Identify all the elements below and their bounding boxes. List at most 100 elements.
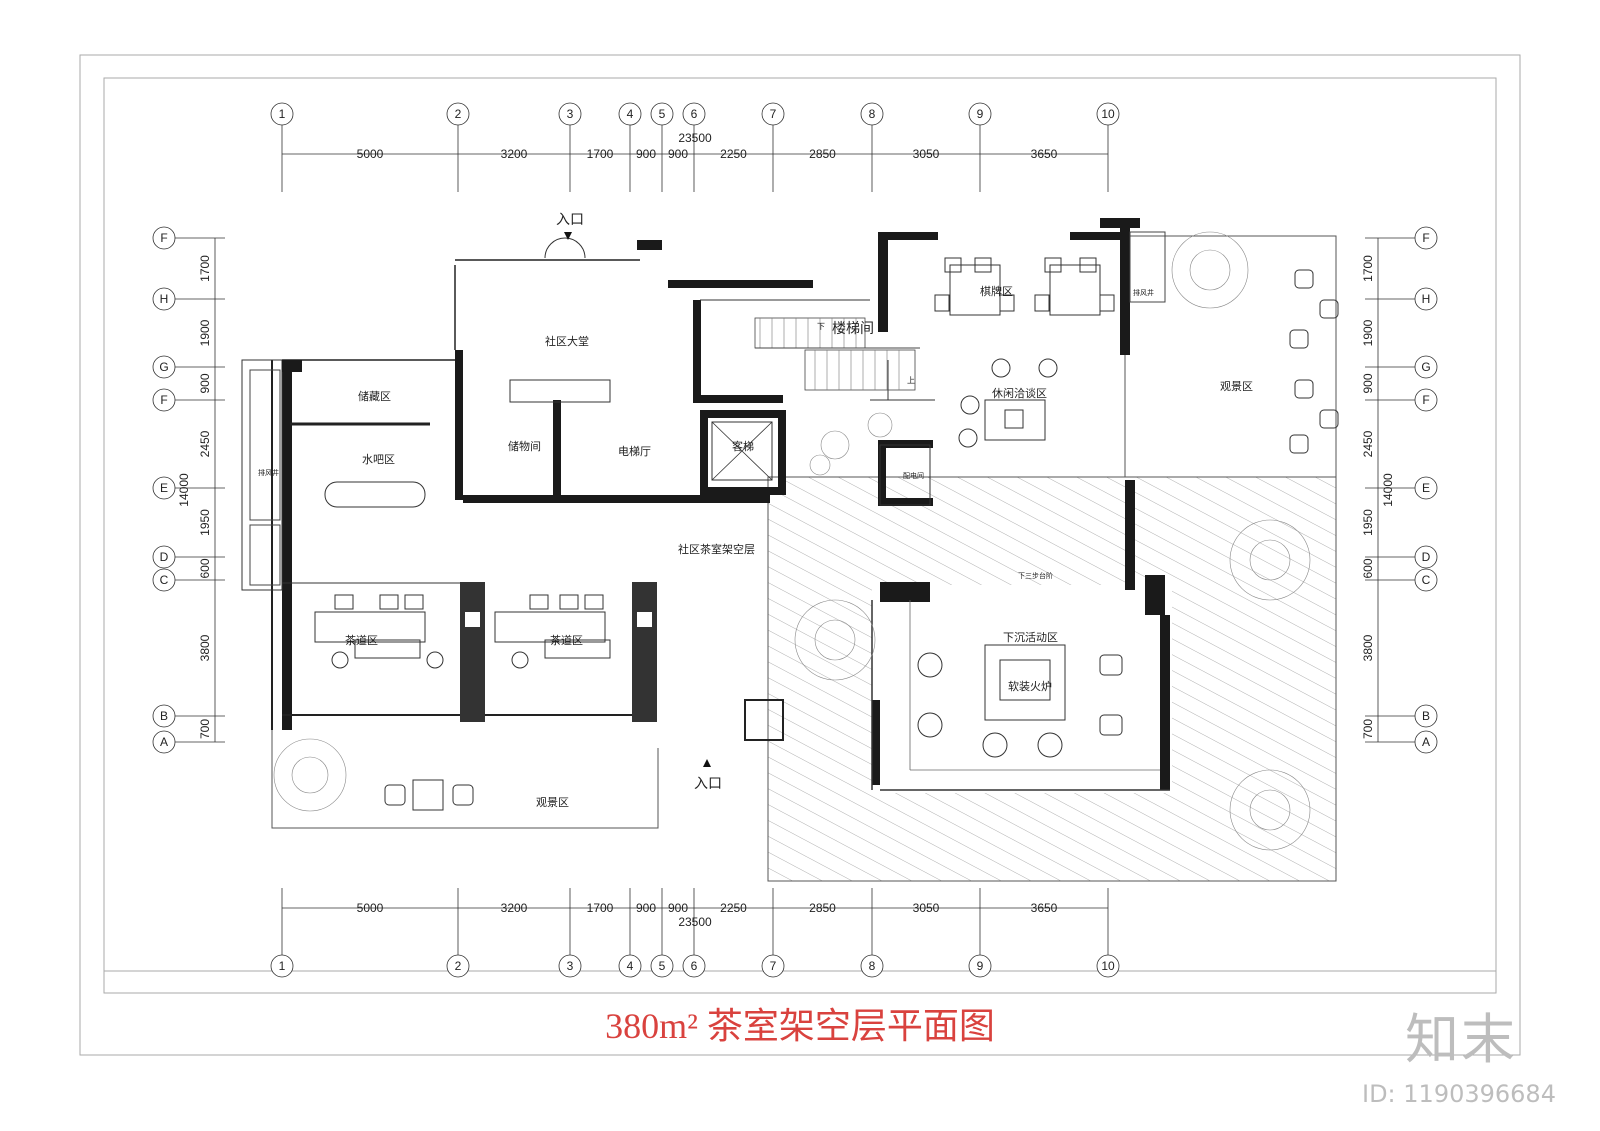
dimension-value: 1900 [198, 319, 212, 346]
inner-frame [103, 77, 1497, 994]
axis-label: H [1422, 292, 1431, 306]
axis-bubble [618, 102, 642, 126]
axis-label: B [1422, 709, 1430, 723]
sunken-area-clear [872, 585, 1172, 793]
label-fireplace: 软装火炉 [1008, 679, 1052, 693]
image-id: ID: 1190396684 [1362, 1080, 1556, 1108]
axis-label: E [160, 481, 168, 495]
axis-bubble [152, 388, 176, 412]
axis-bubble [968, 954, 992, 978]
left-dimension-grid: F1700H1900G900F2450E1950D600C3800B700A14… [152, 226, 225, 754]
dimension-value: 3800 [198, 634, 212, 661]
label-view-right: 观景区 [1220, 380, 1253, 393]
axis-bubble [1414, 226, 1438, 250]
axis-label: 6 [691, 107, 698, 121]
axis-bubble [618, 954, 642, 978]
axis-label: 10 [1101, 107, 1115, 121]
axis-bubble [1414, 704, 1438, 728]
dimension-value: 600 [198, 558, 212, 578]
axis-bubble [1414, 355, 1438, 379]
dimension-value: 3050 [913, 147, 940, 161]
axis-label: 8 [869, 107, 876, 121]
axis-bubble [860, 954, 884, 978]
label-elevator: 客梯 [732, 439, 754, 453]
drawing-title: 380m² 茶室架空层平面图 [605, 1006, 995, 1046]
axis-bubble [682, 102, 706, 126]
bottom-dimension-grid: 1500023200317004900590062250728508305093… [270, 888, 1120, 978]
axis-bubble [682, 954, 706, 978]
label-chess-zone: 棋牌区 [980, 284, 1013, 298]
dimension-value: 1950 [1361, 509, 1375, 536]
axis-bubble [761, 954, 785, 978]
axis-bubble [860, 102, 884, 126]
axis-label: 3 [567, 959, 574, 973]
axis-bubble [152, 287, 176, 311]
dimension-value: 3200 [501, 147, 528, 161]
label-lounge: 休闲洽谈区 [992, 386, 1047, 400]
axis-label: 7 [770, 959, 777, 973]
outer-frame [79, 54, 1521, 1056]
axis-bubble [152, 568, 176, 592]
axis-label: G [1421, 360, 1430, 374]
dimension-value: 3800 [1361, 634, 1375, 661]
axis-bubble [1414, 730, 1438, 754]
axis-bubble [1414, 388, 1438, 412]
dimension-total: 23500 [678, 131, 712, 145]
entrance-arrow-top [564, 232, 572, 240]
axis-bubble [152, 476, 176, 500]
dimension-value: 3200 [501, 901, 528, 915]
axis-bubble [761, 102, 785, 126]
axis-bubble [1414, 287, 1438, 311]
axis-bubble [650, 102, 674, 126]
label-tea-zone-1: 茶道区 [345, 633, 378, 647]
axis-label: D [160, 550, 169, 564]
dimension-value: 2250 [720, 901, 747, 915]
label-stair-up: 上 [907, 376, 915, 385]
axis-label: F [160, 231, 167, 245]
label-entrance-bottom: 入口 [694, 775, 722, 791]
label-stair-down: 下 [817, 322, 825, 331]
axis-label: 8 [869, 959, 876, 973]
right-dimension-grid: F1700H1900G900F2450E1950D600C3800B700A14… [1361, 226, 1438, 754]
dimension-value: 900 [668, 901, 688, 915]
axis-label: F [160, 393, 167, 407]
axis-bubble [1414, 568, 1438, 592]
axis-bubble [152, 226, 176, 250]
building-walls [241, 218, 1170, 791]
axis-label: A [1422, 735, 1430, 749]
axis-label: F [1422, 393, 1429, 407]
dimension-value: 1700 [198, 255, 212, 282]
axis-label: 1 [279, 107, 286, 121]
axis-label: 4 [627, 959, 634, 973]
axis-label: C [1422, 573, 1431, 587]
dimension-value: 900 [636, 901, 656, 915]
dimension-value: 1700 [587, 147, 614, 161]
dimension-value: 3650 [1031, 901, 1058, 915]
label-power-room: 配电间 [903, 471, 924, 480]
top-dimension-grid: 1500023200317004900590062250728508305093… [270, 102, 1120, 192]
axis-label: 9 [977, 107, 984, 121]
dimension-value: 900 [198, 373, 212, 393]
entrance-arrow-bottom [703, 759, 711, 767]
axis-bubble [1096, 102, 1120, 126]
axis-bubble [152, 545, 176, 569]
dimension-value: 2450 [1361, 430, 1375, 457]
label-entrance-top: 入口 [556, 211, 584, 227]
axis-label: 3 [567, 107, 574, 121]
axis-label: E [1422, 481, 1430, 495]
axis-label: B [160, 709, 168, 723]
axis-label: 4 [627, 107, 634, 121]
label-sunken: 下沉活动区 [1003, 631, 1058, 644]
furniture [314, 237, 1339, 811]
dimension-value: 3650 [1031, 147, 1058, 161]
dimension-value: 2250 [720, 147, 747, 161]
axis-label: 9 [977, 959, 984, 973]
dimension-value: 1700 [587, 901, 614, 915]
label-pilotis: 社区茶室架空层 [678, 542, 755, 556]
axis-label: 1 [279, 959, 286, 973]
label-water-bar: 水吧区 [362, 453, 395, 466]
axis-bubble [152, 355, 176, 379]
axis-bubble [1096, 954, 1120, 978]
dimension-value: 600 [1361, 558, 1375, 578]
